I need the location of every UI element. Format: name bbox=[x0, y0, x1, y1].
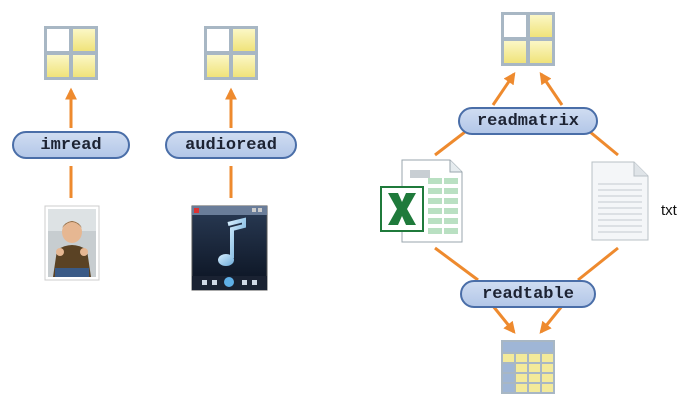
arrow-readtable-to-table-right bbox=[539, 305, 564, 334]
matrix-grid-icon bbox=[204, 26, 258, 80]
arrow-readmatrix-to-matrix-right bbox=[539, 72, 564, 106]
arrow-txt-to-readtable bbox=[577, 246, 619, 282]
readmatrix-function-label: readmatrix bbox=[458, 107, 598, 135]
readtable-function-label: readtable bbox=[460, 280, 596, 308]
imread-function-label: imread bbox=[12, 131, 130, 159]
media-player-icon bbox=[191, 205, 268, 291]
arrow-excel-to-readtable bbox=[434, 246, 479, 282]
matrix-grid-icon bbox=[501, 12, 555, 66]
arrow-readmatrix-to-matrix-left bbox=[491, 72, 516, 106]
baby-photo-icon bbox=[44, 205, 100, 281]
text-document-icon bbox=[591, 161, 649, 241]
excel-spreadsheet-icon bbox=[380, 159, 463, 243]
table-grid-icon bbox=[501, 340, 555, 394]
audioread-function-label: audioread bbox=[165, 131, 297, 159]
arrow-readtable-to-table-left bbox=[491, 305, 516, 334]
txt-file-label: txt bbox=[661, 202, 677, 219]
matrix-grid-icon bbox=[44, 26, 98, 80]
